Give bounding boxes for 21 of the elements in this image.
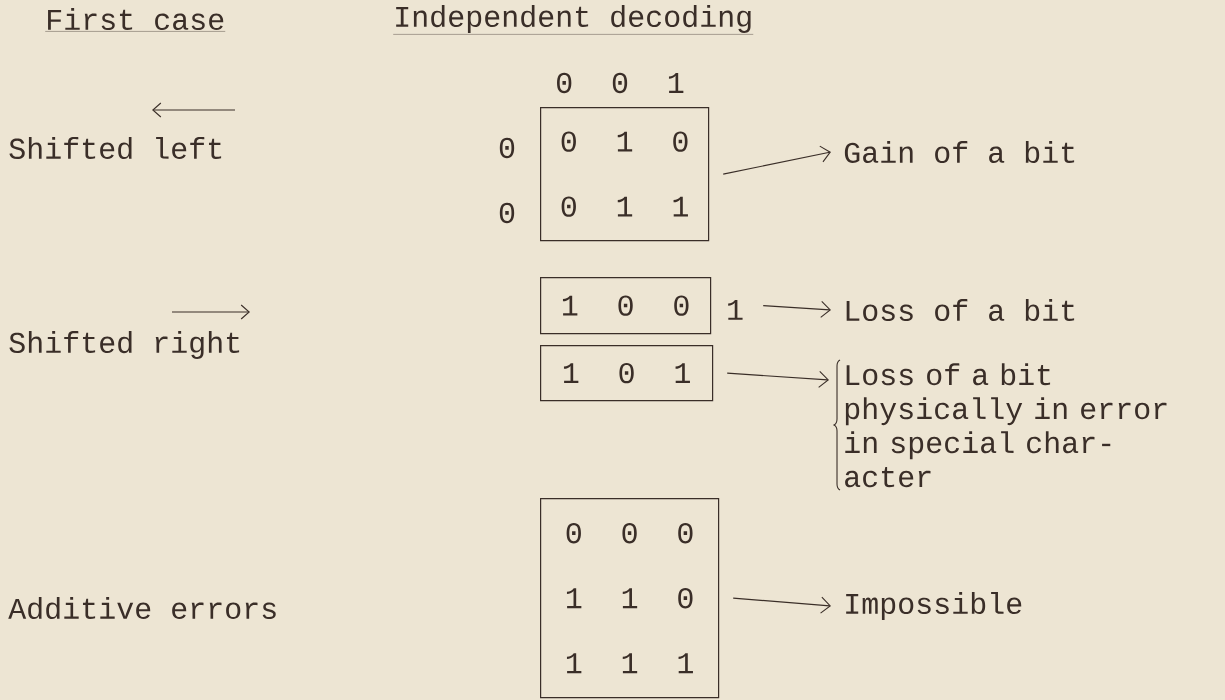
bit-digit: 1 — [728, 300, 743, 320]
arrow — [722, 145, 831, 175]
result-text: Loss of a bit physically in error in special char- acter — [845, 363, 1167, 488]
result-text: Gain of a bit — [844, 141, 1075, 163]
bit-matrix-box: 1 0 0 — [540, 277, 712, 335]
row-label: Shifted left — [9, 136, 222, 160]
bit-digit: 0 — [499, 202, 515, 224]
column-heading: First case — [45, 8, 226, 32]
row-label: Additive errors — [8, 596, 276, 620]
arrow — [732, 596, 831, 614]
row-label: Shifted right — [9, 331, 240, 359]
bit-matrix-box: 0 0 0 1 1 0 1 1 1 — [540, 498, 720, 699]
arrow — [762, 300, 831, 318]
column-heading: Independent decoding — [393, 5, 754, 35]
bit-matrix-box: 0 1 0 0 1 1 — [540, 107, 710, 242]
bit-matrix-box: 1 0 1 — [540, 345, 714, 402]
arrow — [726, 370, 829, 388]
bit-digit: 0 — [499, 137, 515, 159]
bit-digit: 0 0 1 — [557, 72, 684, 94]
result-text: Impossible — [846, 592, 1022, 620]
result-text: Loss of a bit — [846, 299, 1075, 321]
